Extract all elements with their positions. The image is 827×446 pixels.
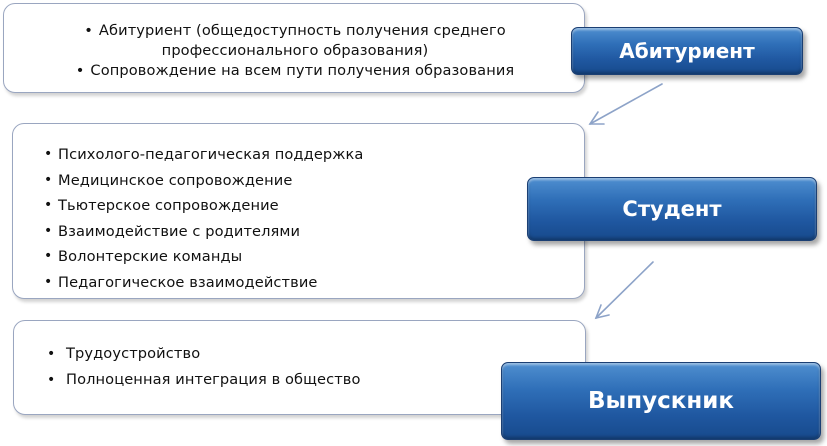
stage-student-label: Студент: [527, 177, 817, 241]
bullet-icon: •: [75, 62, 85, 79]
applicant-box: • Абитуриент (общедоступность получения с…: [3, 3, 585, 93]
graduate-box: Трудоустройство Полноценная интеграция в…: [13, 320, 586, 415]
list-item: • Сопровождение на всем пути получения об…: [4, 61, 586, 81]
student-box: Психолого-педагогическая поддержка Медиц…: [12, 123, 585, 299]
bullet-icon: •: [84, 22, 93, 39]
stage-graduate-label: Выпускник: [501, 362, 821, 440]
student-list: Психолого-педагогическая поддержка Медиц…: [44, 142, 363, 296]
applicant-item-2: Сопровождение на всем пути получения обр…: [90, 62, 515, 79]
arrow-2-icon: [594, 261, 654, 320]
arrow-1-icon: [588, 83, 663, 125]
stage-applicant-label: Абитуриент: [571, 27, 803, 75]
list-item: Полноценная интеграция в общество: [47, 367, 361, 393]
list-item: Педагогическое взаимодействие: [44, 270, 363, 296]
applicant-list: • Абитуриент (общедоступность получения с…: [4, 21, 586, 81]
list-item: Волонтерские команды: [44, 244, 363, 270]
list-item: • Абитуриент (общедоступность получения с…: [4, 21, 586, 61]
graduate-list: Трудоустройство Полноценная интеграция в…: [47, 341, 361, 393]
list-item: Взаимодействие с родителями: [44, 219, 363, 245]
applicant-item-1-cont: профессионального образования): [161, 42, 429, 59]
list-item: Трудоустройство: [47, 341, 361, 367]
list-item: Психолого-педагогическая поддержка: [44, 142, 363, 168]
list-item: Медицинское сопровождение: [44, 168, 363, 194]
applicant-item-1: Абитуриент (общедоступность получения ср…: [98, 22, 506, 39]
list-item: Тьютерское сопровождение: [44, 193, 363, 219]
